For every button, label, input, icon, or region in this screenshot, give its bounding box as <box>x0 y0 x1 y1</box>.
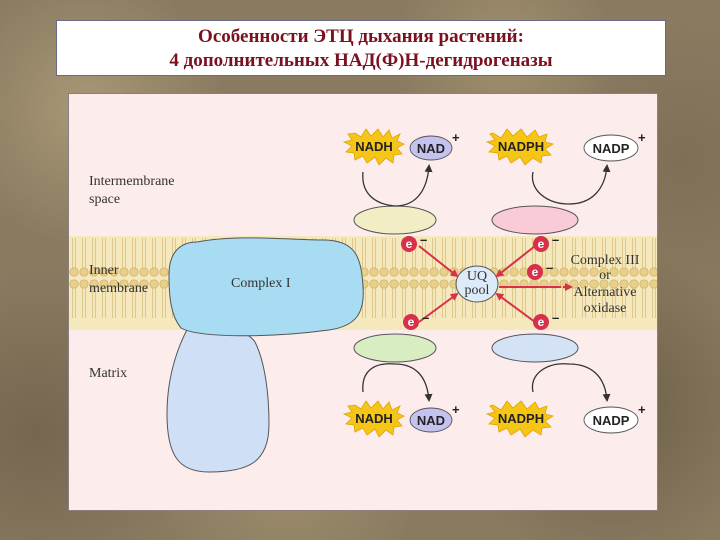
dehydrogenase-inner-nadph <box>491 333 579 363</box>
nad-top: NAD + <box>409 130 460 161</box>
title-box: Особенности ЭТЦ дыхания растений: 4 допо… <box>56 20 666 76</box>
or-label: or <box>599 268 611 283</box>
complex-i-matrix-arm <box>166 324 270 473</box>
svg-text:e: e <box>532 265 539 279</box>
svg-text:NADP: NADP <box>593 141 630 156</box>
oxidase-label: oxidase <box>584 301 627 316</box>
svg-text:+: + <box>638 130 646 145</box>
title-line-1: Особенности ЭТЦ дыхания растений: <box>198 26 524 47</box>
label-inner: Inner <box>89 263 119 278</box>
nadp-bottom: NADP + <box>583 402 646 434</box>
svg-text:+: + <box>452 130 460 145</box>
reaction-arrow-bottom-right <box>531 363 611 402</box>
svg-text:NADPH: NADPH <box>498 411 544 426</box>
nadp-top: NADP + <box>583 130 646 162</box>
svg-text:e: e <box>538 315 545 329</box>
electron-flow-tr <box>495 245 536 278</box>
electron-badge-tr: e – <box>533 232 559 252</box>
nadh-top: NADH <box>342 128 405 166</box>
electron-badge-br: e – <box>533 310 559 330</box>
electron-badge-tl: e – <box>401 232 427 252</box>
svg-text:NADP: NADP <box>593 413 630 428</box>
svg-text:NADH: NADH <box>355 411 393 426</box>
pool-label: pool <box>465 283 490 298</box>
uq-pool <box>455 265 499 303</box>
svg-text:–: – <box>422 310 429 325</box>
label-membrane: membrane <box>89 281 148 296</box>
label-space: space <box>89 192 120 207</box>
diagram-svg: Intermembrane space Inner membrane Matri… <box>69 128 657 473</box>
alternative-label: Alternative <box>574 285 637 300</box>
svg-text:NAD: NAD <box>417 413 445 428</box>
complex-i-label: Complex I <box>231 276 291 291</box>
electron-badge-bl: e – <box>403 310 429 330</box>
uq-label: UQ <box>467 269 487 284</box>
label-matrix: Matrix <box>89 366 127 381</box>
electron-badge-mid: e – <box>527 260 553 280</box>
title-line-2: 4 дополнительных НАД(Ф)Н-дегидрогеназы <box>169 50 553 71</box>
etc-diagram: Intermembrane space Inner membrane Matri… <box>68 93 658 511</box>
svg-text:NAD: NAD <box>417 141 445 156</box>
electron-flow-tl <box>418 245 459 278</box>
svg-text:NADPH: NADPH <box>498 139 544 154</box>
svg-text:–: – <box>552 232 559 247</box>
electron-flow-br <box>495 292 536 323</box>
svg-text:+: + <box>638 402 646 417</box>
dehydrogenase-outer-nadph <box>491 205 579 235</box>
dehydrogenase-outer-nadh <box>353 205 437 235</box>
dehydrogenase-inner-nadh <box>353 333 437 363</box>
svg-text:e: e <box>406 237 413 251</box>
svg-text:–: – <box>552 310 559 325</box>
reaction-arrow-top-left <box>362 164 433 207</box>
nadph-top: NADPH <box>485 128 555 166</box>
electron-flow-bl <box>418 292 459 323</box>
svg-text:e: e <box>538 237 545 251</box>
label-intermembrane: Intermembrane <box>89 174 175 189</box>
complex-i <box>168 237 364 337</box>
nad-bottom: NAD + <box>409 402 460 433</box>
nadph-bottom: NADPH <box>485 400 555 438</box>
svg-text:–: – <box>546 260 553 275</box>
nadh-bottom: NADH <box>342 400 405 438</box>
complex-iii-label: Complex III <box>571 253 640 268</box>
reaction-arrow-bottom-left <box>362 363 433 402</box>
svg-text:+: + <box>452 402 460 417</box>
reaction-arrow-top-right <box>531 164 611 205</box>
svg-text:e: e <box>408 315 415 329</box>
svg-text:NADH: NADH <box>355 139 393 154</box>
svg-text:–: – <box>420 232 427 247</box>
